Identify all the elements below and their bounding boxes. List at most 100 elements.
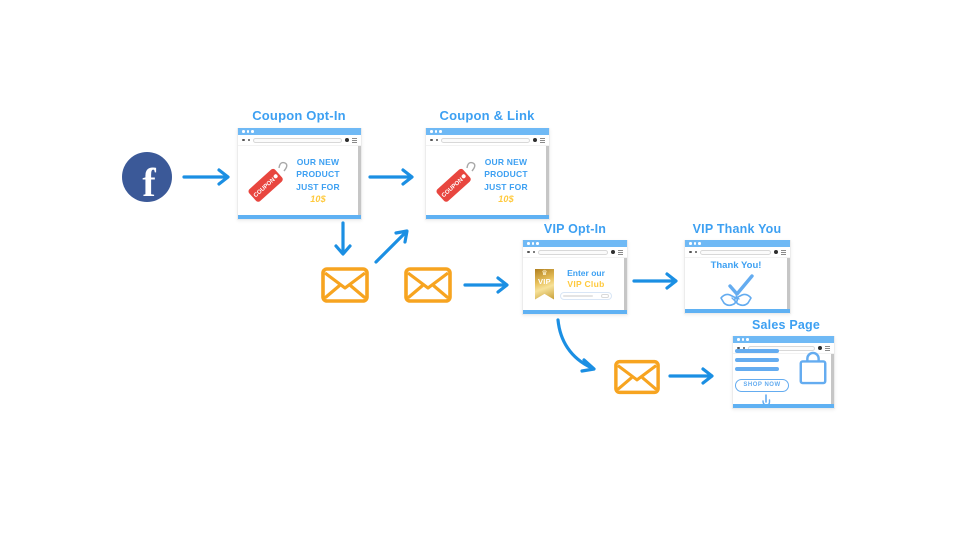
forward-icon (694, 250, 697, 254)
promo-price: 10$ (498, 194, 514, 204)
titlebar-dot (698, 242, 701, 245)
gear-icon (532, 137, 537, 143)
window-content: COUPON OUR NEW PRODUCT JUST FOR 10$ (238, 146, 358, 215)
menu-icon (781, 249, 786, 255)
vip-badge-label: VIP (538, 276, 551, 286)
promo-line: JUST FOR (296, 181, 340, 192)
coupon-tag-icon: COUPON (248, 161, 288, 202)
titlebar-dot (439, 130, 442, 133)
vip-optin-window: ♛ VIP Enter our VIP Club (522, 240, 628, 315)
submit-pill (601, 294, 609, 298)
arrow-coupon-optin-to-coupon-link (368, 168, 414, 186)
window-bottombar (426, 215, 549, 219)
vip-thankyou-window: Thank You! (684, 240, 791, 314)
window-content: ♛ VIP Enter our VIP Club (523, 258, 624, 310)
text-line-bar (735, 357, 779, 363)
thankyou-block: Thank You! (710, 260, 762, 307)
forward-icon (742, 346, 745, 350)
email-icon-3 (614, 359, 660, 395)
window-titlebar (733, 336, 834, 343)
arrow-email1-to-coupon-link (374, 229, 409, 264)
text-line-bar (735, 366, 779, 372)
back-icon (527, 250, 530, 254)
email-icon-2 (404, 267, 452, 303)
back-icon (689, 250, 692, 254)
arrow-facebook-to-coupon-optin (182, 168, 230, 186)
arrow-coupon-optin-to-email1 (334, 221, 352, 256)
forward-icon (532, 250, 535, 254)
vip-optin-title: VIP Opt-In (543, 222, 607, 236)
gear-icon (344, 137, 349, 143)
window-bottombar (523, 310, 627, 314)
window-content: SHOP NOW (733, 348, 831, 406)
arrow-vip-optin-to-email3 (556, 318, 596, 373)
titlebar-dot (531, 242, 534, 245)
vip-badge-icon: ♛ VIP (535, 268, 554, 300)
address-bar (538, 249, 608, 255)
thankyou-message: Thank You! (710, 260, 762, 271)
arrow-email3-to-sales-page (668, 367, 714, 385)
promo-line: JUST FOR (484, 181, 528, 192)
handshake-check-icon (720, 274, 754, 307)
coupon-tag-icon: COUPON (436, 161, 476, 202)
titlebar-dot (693, 242, 696, 245)
text-line-bar (735, 348, 779, 354)
arrow-vip-optin-to-vip-thankyou (632, 272, 678, 290)
window-titlebar (685, 240, 790, 247)
titlebar-dot (246, 130, 249, 133)
window-toolbar (733, 343, 834, 354)
promo-text: OUR NEW PRODUCT JUST FOR 10$ (476, 156, 536, 206)
scrollbar (546, 146, 549, 215)
address-bar (700, 249, 771, 255)
forward-icon (247, 138, 250, 142)
promo-text: OUR NEW PRODUCT JUST FOR 10$ (288, 156, 348, 206)
window-toolbar (426, 135, 549, 146)
window-bottombar (733, 404, 834, 408)
titlebar-dot (434, 130, 437, 133)
window-toolbar (685, 247, 790, 258)
crown-icon: ♛ (541, 269, 548, 277)
promo-line: OUR NEW (484, 156, 528, 167)
coupon-link-window: COUPON OUR NEW PRODUCT JUST FOR 10$ (425, 128, 550, 220)
vip-line1: Enter our (567, 268, 605, 278)
promo-price: 10$ (310, 194, 326, 204)
email-placeholder-line (563, 295, 593, 297)
hand-cursor-icon (761, 393, 771, 411)
sales-content: SHOP NOW (735, 348, 829, 412)
titlebar-dot (536, 242, 539, 245)
facebook-icon: f (122, 152, 172, 202)
shop-now-button[interactable]: SHOP NOW (735, 378, 789, 392)
facebook-letter: f (142, 160, 156, 203)
email-input[interactable] (560, 292, 612, 300)
sales-page-title: Sales Page (751, 318, 820, 332)
scrollbar (358, 146, 361, 215)
window-titlebar (523, 240, 627, 247)
email-icon-1 (321, 267, 369, 303)
promo-line: PRODUCT (484, 169, 528, 179)
shopping-bag-icon (799, 351, 827, 385)
window-titlebar (238, 128, 361, 135)
window-toolbar (238, 135, 361, 146)
menu-icon (825, 345, 830, 351)
window-titlebar (426, 128, 549, 135)
window-toolbar (523, 247, 627, 258)
titlebar-dot (430, 130, 433, 133)
menu-icon (618, 249, 623, 255)
back-icon (242, 138, 245, 142)
promo-line: OUR NEW (296, 156, 340, 167)
vip-thankyou-title: VIP Thank You (692, 222, 782, 236)
address-bar (253, 137, 342, 143)
back-icon (737, 346, 740, 350)
address-bar (748, 345, 815, 351)
titlebar-dot (746, 338, 749, 341)
window-bottombar (238, 215, 361, 219)
address-bar (441, 137, 530, 143)
titlebar-dot (242, 130, 245, 133)
forward-icon (435, 138, 438, 142)
window-content: Thank You! (685, 258, 787, 309)
menu-icon (352, 137, 357, 143)
promo-line: PRODUCT (296, 169, 340, 179)
window-bottombar (685, 309, 790, 313)
coupon-optin-title: Coupon Opt-In (252, 108, 346, 123)
